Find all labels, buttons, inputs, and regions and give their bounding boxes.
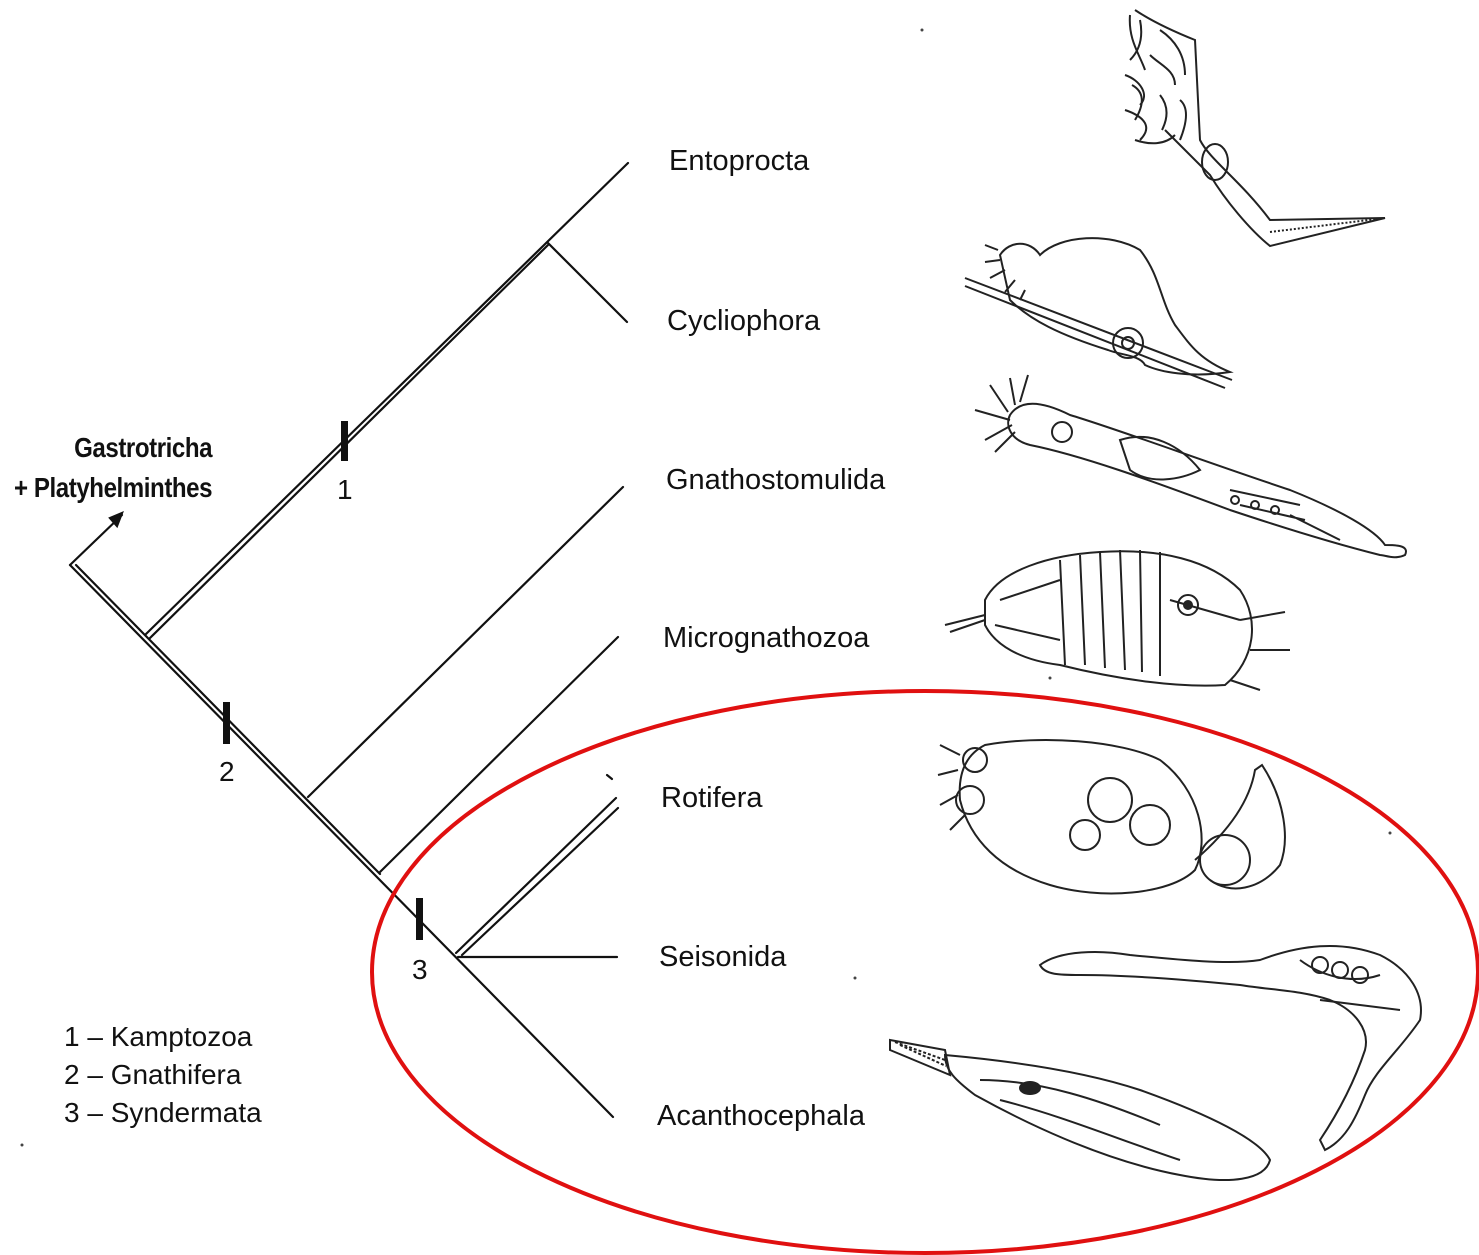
acanthocephala-animal	[890, 1040, 1270, 1180]
branch-tick	[607, 775, 612, 779]
branch-cycliophora	[548, 243, 627, 322]
taxon-label-entoprocta: Entoprocta	[669, 145, 809, 178]
tree-branches	[70, 163, 628, 1117]
taxon-label-gnathostomulida: Gnathostomulida	[666, 464, 885, 497]
outgroup-label: Gastrotricha + Platyhelminthes	[14, 428, 212, 508]
taxon-label-seisonida: Seisonida	[659, 941, 786, 974]
legend-item-kamptozoa: 1 – Kamptozoa	[64, 1018, 262, 1056]
taxon-label-micrognathozoa: Micrognathozoa	[663, 622, 869, 655]
branch-rotifera-a	[456, 798, 616, 953]
seisonida-animal	[1040, 946, 1421, 1150]
legend-item-syndermata: 3 – Syndermata	[64, 1094, 262, 1132]
branch-micrognathozoa	[380, 637, 618, 872]
gnathostomulida-animal	[975, 375, 1406, 557]
marker-bar-1	[341, 421, 348, 461]
scan-specks	[21, 29, 1392, 1147]
outgroup-label-line1: Gastrotricha	[14, 428, 212, 468]
marker-number-2: 2	[219, 756, 235, 788]
entoprocta-animal	[1125, 10, 1385, 246]
taxon-label-rotifera: Rotifera	[661, 782, 763, 815]
legend: 1 – Kamptozoa 2 – Gnathifera 3 – Synderm…	[64, 1018, 262, 1132]
marker-bar-2	[223, 702, 230, 744]
branch-rotifera-b	[462, 808, 618, 955]
marker-bar-3	[416, 898, 423, 940]
cycliophora-animal	[965, 238, 1232, 388]
taxon-label-cycliophora: Cycliophora	[667, 305, 820, 338]
marker-number-3: 3	[412, 954, 428, 986]
legend-item-gnathifera: 2 – Gnathifera	[64, 1056, 262, 1094]
apomorphy-markers	[223, 421, 423, 940]
syndermata-highlight-ellipse	[372, 691, 1478, 1253]
micrognathozoa-animal	[945, 550, 1290, 690]
branch-gnathostomulida	[308, 487, 623, 797]
branch-kamptozoa-a	[146, 163, 628, 634]
outgroup-label-line2: + Platyhelminthes	[14, 468, 212, 508]
taxon-label-acanthocephala: Acanthocephala	[657, 1100, 865, 1133]
marker-number-1: 1	[337, 474, 353, 506]
rotifera-animal	[938, 740, 1285, 893]
